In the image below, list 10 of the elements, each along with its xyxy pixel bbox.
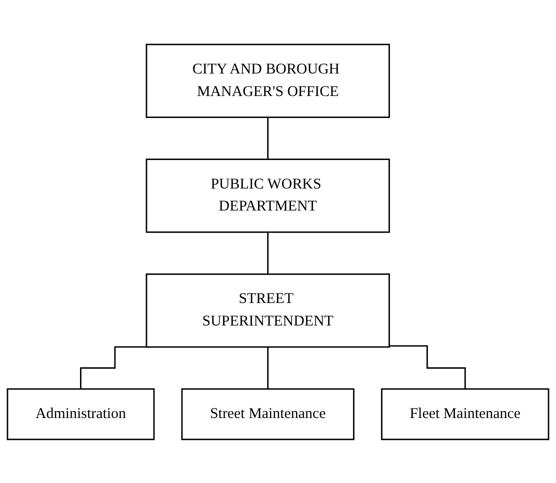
connector xyxy=(267,231,269,274)
connector xyxy=(267,116,269,160)
node-box: Fleet Maintenance xyxy=(381,388,550,440)
node-box: Street Maintenance xyxy=(181,388,354,440)
node-box: CITY AND BOROUGH MANAGER'S OFFICE xyxy=(146,43,390,118)
connector xyxy=(267,346,269,390)
node-box: STREET SUPERINTENDENT xyxy=(146,273,390,348)
connector xyxy=(389,344,466,390)
node-box: Administration xyxy=(6,388,155,440)
node-box: PUBLIC WORKS DEPARTMENT xyxy=(146,158,390,232)
